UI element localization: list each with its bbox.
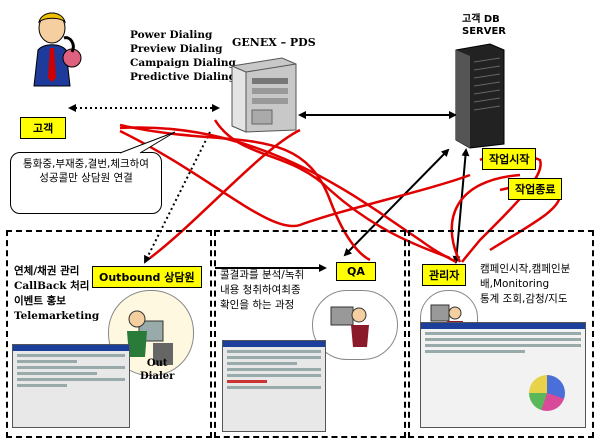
manager-desc: 캠페인시작,캠페인분 배,Monitoring 통계 조회,감청/지도 bbox=[480, 262, 570, 307]
start-label: 작업시작 bbox=[482, 148, 537, 170]
manager-app-screenshot bbox=[420, 322, 586, 428]
qa-desc: 콜결과를 분석/녹취 내용 청취하여최종 확인을 하는 과정 bbox=[220, 268, 304, 313]
dialing-mode-item: Campaign Dialing bbox=[130, 57, 236, 69]
dialing-mode-item: Power Dialing bbox=[130, 29, 213, 41]
db-qa-link bbox=[343, 148, 450, 257]
customer-label: 고객 bbox=[20, 117, 67, 139]
outbound-task-item: 연체/채권 관리 bbox=[14, 265, 80, 277]
outbound-task-list: 연체/채권 관리 CallBack 처리 이벤트 홍보 Telemarketin… bbox=[14, 264, 99, 324]
qa-desc-line: 확인을 하는 과정 bbox=[220, 299, 295, 311]
customer-person-icon bbox=[20, 8, 90, 88]
qa-app-screenshot bbox=[222, 340, 326, 432]
manager-pie-graphic bbox=[529, 375, 565, 411]
outbound-app-screenshot bbox=[12, 344, 130, 428]
out-dialer-line: Out bbox=[146, 358, 168, 369]
outbound-task-item: Telemarketing bbox=[14, 310, 100, 322]
dialing-mode-list: Power Dialing Preview Dialing Campaign D… bbox=[130, 28, 236, 84]
db-title: 고객 DB SERVER bbox=[462, 14, 506, 38]
pds-outbound-link bbox=[144, 131, 211, 264]
outbound-task-item: 이벤트 홍보 bbox=[14, 295, 66, 307]
outbound-task-item: CallBack 처리 bbox=[14, 280, 90, 292]
customer-note-callout: 통화중,부재중,결번,체크하여 성공콜만 상담원 연결 bbox=[10, 152, 162, 214]
end-label: 작업종료 bbox=[508, 178, 563, 200]
outbound-label: Outbound 상담원 bbox=[92, 266, 202, 288]
manager-desc-line: 캠페인시작,캠페인분 bbox=[480, 263, 571, 275]
qa-panel bbox=[214, 230, 406, 438]
manager-label: 관리자 bbox=[422, 264, 467, 286]
pds-title: GENEX – PDS bbox=[232, 36, 316, 49]
dialing-mode-item: Predictive Dialing bbox=[130, 71, 236, 83]
out-dialer-label: Out Dialer bbox=[140, 357, 174, 383]
manager-panel bbox=[408, 230, 594, 438]
db-manager-link bbox=[452, 148, 470, 264]
db-title-line: SERVER bbox=[462, 26, 507, 37]
qa-label: QA bbox=[336, 262, 376, 281]
qa-desc-line: 콜결과를 분석/녹취 bbox=[220, 269, 305, 281]
outbound-panel bbox=[6, 230, 212, 438]
manager-desc-line: 배,Monitoring bbox=[480, 278, 550, 290]
manager-desc-line: 통계 조회,감청/지도 bbox=[480, 293, 568, 305]
db-title-line: 고객 DB bbox=[462, 14, 500, 25]
out-dialer-line: Dialer bbox=[140, 371, 175, 382]
pds-server-icon bbox=[222, 54, 300, 134]
qa-desc-line: 내용 청취하여최종 bbox=[220, 284, 301, 296]
customer-note-text: 통화중,부재중,결번,체크하여 성공콜만 상담원 연결 bbox=[23, 158, 149, 184]
db-server-icon bbox=[450, 40, 510, 150]
dialing-mode-item: Preview Dialing bbox=[130, 43, 223, 55]
qa-agent-icon bbox=[312, 290, 398, 360]
